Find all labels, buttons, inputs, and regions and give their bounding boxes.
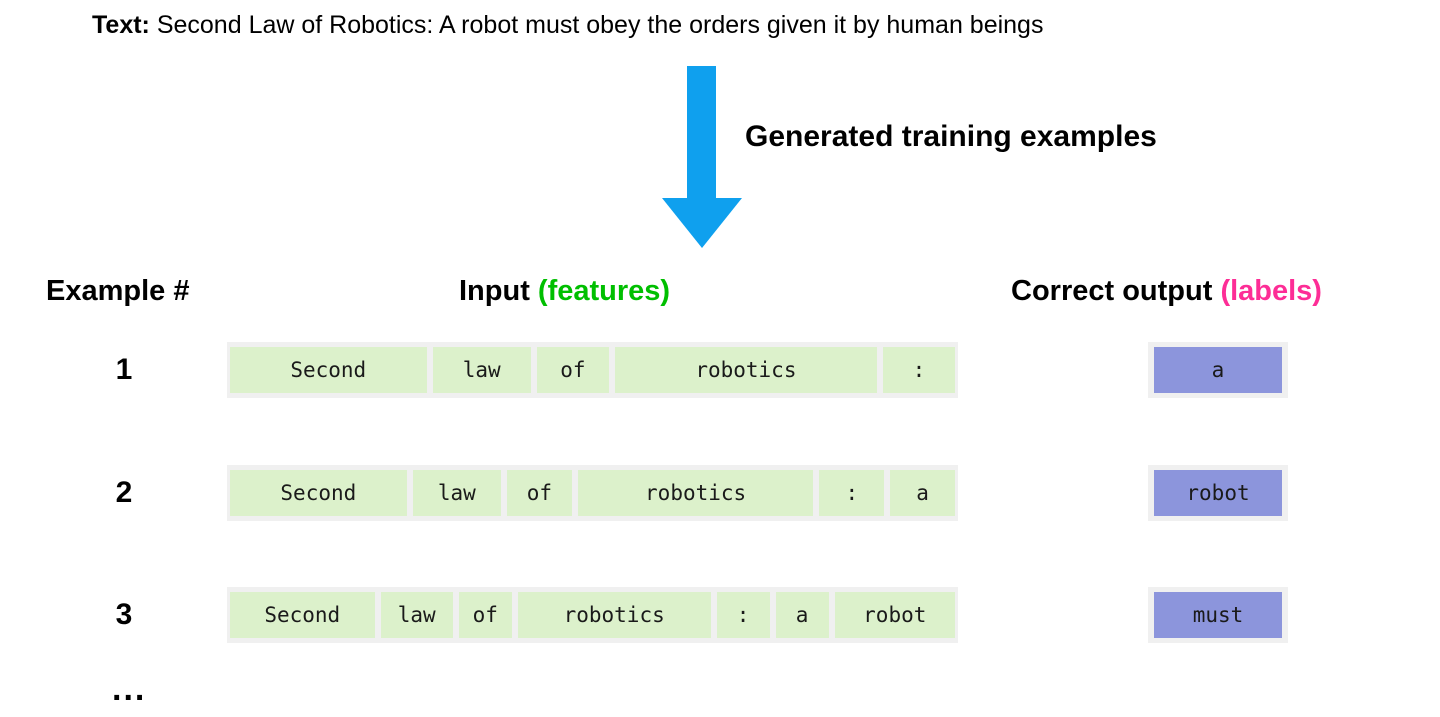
header-example-number: Example # [46, 275, 190, 307]
down-arrow-icon [662, 66, 742, 248]
feature-token: Second [230, 592, 375, 638]
feature-token: law [412, 470, 502, 516]
row-number: 1 [115, 353, 133, 386]
feature-token: of [507, 470, 572, 516]
feature-token: robotics [614, 347, 877, 393]
source-text-label: Text: [92, 11, 150, 39]
feature-token: robot [834, 592, 955, 638]
header-output-accent: (labels) [1220, 275, 1322, 307]
feature-token: : [882, 347, 955, 393]
feature-token: a [890, 470, 955, 516]
feature-token: of [458, 592, 512, 638]
header-output: Correct output (labels) [1011, 275, 1322, 308]
label-track: must [1148, 587, 1288, 643]
feature-token: Second [230, 347, 427, 393]
feature-token: law [432, 347, 531, 393]
label-token: must [1154, 592, 1282, 638]
arrow-caption: Generated training examples [745, 120, 1157, 153]
label-token: robot [1154, 470, 1282, 516]
source-text-sentence: Second Law of Robotics: A robot must obe… [156, 11, 1044, 39]
feature-token: : [716, 592, 770, 638]
header-input-accent: (features) [537, 275, 671, 307]
arrow-shaft [687, 66, 716, 202]
feature-token: of [536, 347, 609, 393]
label-track: a [1148, 342, 1288, 398]
row-number: 3 [115, 598, 133, 631]
label-track: robot [1148, 465, 1288, 521]
feature-token: robotics [517, 592, 711, 638]
feature-token: : [819, 470, 885, 516]
header-input-main: Input [459, 275, 538, 307]
label-token: a [1154, 347, 1282, 393]
feature-token: Second [230, 470, 407, 516]
feature-token: a [775, 592, 829, 638]
feature-token: law [380, 592, 453, 638]
header-output-main: Correct output [1011, 275, 1221, 307]
header-input: Input (features) [459, 275, 670, 308]
continuation-ellipsis: ... [112, 670, 147, 708]
arrow-head [662, 198, 742, 248]
source-text-line: Text: Second Law of Robotics: A robot mu… [92, 8, 1043, 42]
feature-token: robotics [577, 470, 814, 516]
row-number: 2 [115, 476, 133, 509]
